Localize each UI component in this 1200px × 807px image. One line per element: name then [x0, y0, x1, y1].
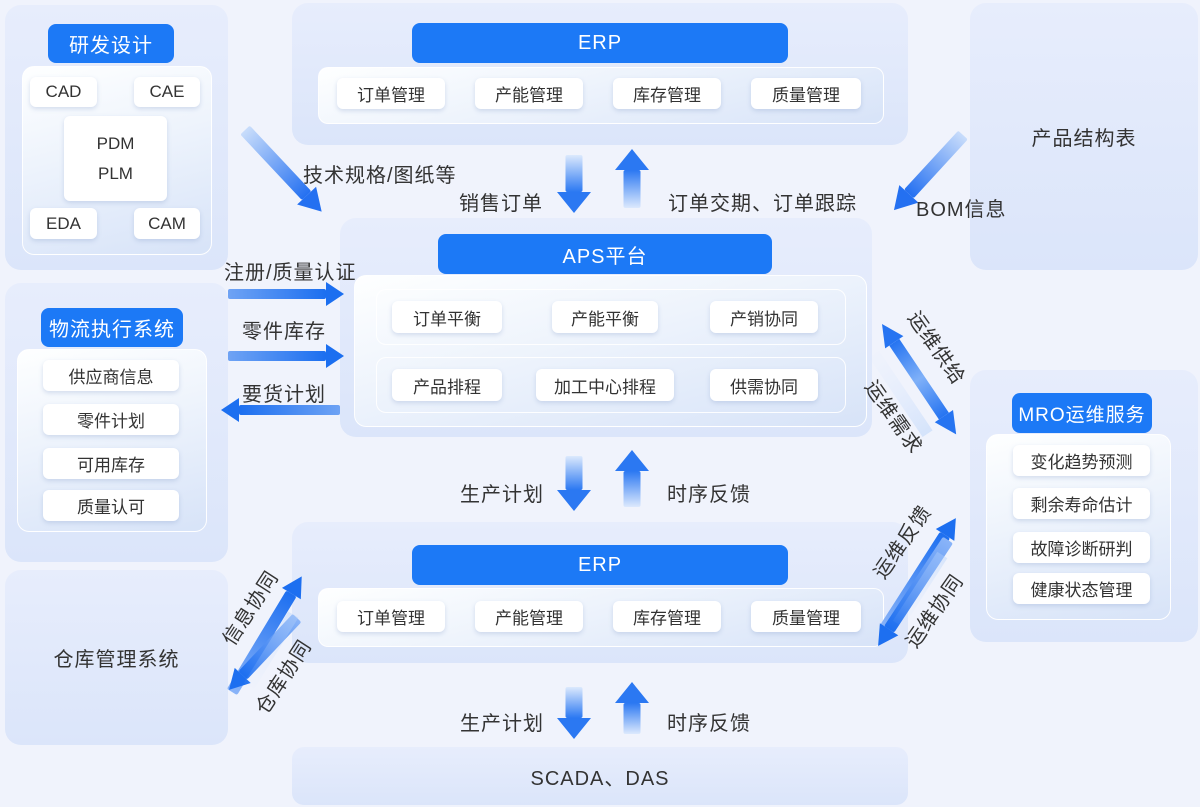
logistics-card-available-stock: 可用库存 — [43, 448, 179, 479]
aps-row2-panel — [376, 357, 846, 413]
label-prod-plan-mid: 生产计划 — [460, 484, 544, 506]
erp-top-card-capacity: 产能管理 — [475, 78, 583, 109]
arrow-prod-plan-bottom-down — [557, 687, 591, 739]
aps-header: APS平台 — [438, 234, 772, 274]
arrow-order-due-up — [615, 149, 649, 208]
label-om-supply: 运维供给 — [902, 307, 970, 390]
erp-bottom-card-capacity: 产能管理 — [475, 601, 583, 632]
card-cae: CAE — [134, 77, 200, 107]
logistics-header: 物流执行系统 — [41, 308, 183, 347]
card-pdm-plm: PDM PLM — [64, 116, 167, 201]
product-structure-box: 产品结构表 — [970, 3, 1198, 270]
erp-top-card-inventory: 库存管理 — [613, 78, 721, 109]
label-register: 注册/质量认证 — [224, 262, 357, 284]
label-time-feedback-mid: 时序反馈 — [667, 484, 751, 506]
scada-das-box: SCADA、DAS — [292, 747, 908, 805]
mro-header: MRO运维服务 — [1012, 393, 1152, 433]
label-material-plan: 要货计划 — [242, 384, 326, 406]
erp-top-header: ERP — [412, 23, 788, 63]
aps-card-order-balance: 订单平衡 — [392, 301, 502, 333]
arrow-time-feedback-bottom-up — [615, 682, 649, 734]
erp-bottom-card-inventory: 库存管理 — [613, 601, 721, 632]
rnd-design-header: 研发设计 — [48, 24, 174, 63]
label-parts-stock: 零件库存 — [242, 321, 326, 343]
card-cad: CAD — [30, 77, 97, 107]
plm-label: PLM — [98, 163, 133, 183]
erp-bottom-card-order: 订单管理 — [337, 601, 445, 632]
erp-bottom-card-quality: 质量管理 — [751, 601, 861, 632]
arrow-parts-stock-right — [228, 344, 344, 368]
label-prod-plan-bottom: 生产计划 — [460, 713, 544, 735]
erp-top-card-quality: 质量管理 — [751, 78, 861, 109]
label-bom: BOM信息 — [916, 199, 1007, 221]
aps-card-product-scheduling: 产品排程 — [392, 369, 502, 401]
aps-card-supply-demand-collab: 供需协同 — [710, 369, 818, 401]
mro-card-fault-diagnosis: 故障诊断研判 — [1013, 532, 1150, 563]
erp-top-card-order: 订单管理 — [337, 78, 445, 109]
aps-panel — [354, 275, 867, 427]
logistics-box: 供应商信息 零件计划 可用库存 质量认可 物流执行系统 — [5, 283, 228, 562]
label-time-feedback-bottom: 时序反馈 — [667, 713, 751, 735]
logistics-card-quality-approval: 质量认可 — [43, 490, 179, 521]
label-tech-spec: 技术规格/图纸等 — [303, 165, 457, 187]
logistics-card-parts-plan: 零件计划 — [43, 404, 179, 435]
erp-top-box: 订单管理 产能管理 库存管理 质量管理 ERP — [292, 3, 908, 145]
arrow-sales-order-down — [557, 155, 591, 213]
rnd-design-box: CAD CAE PDM PLM EDA CAM 研发设计 — [5, 5, 228, 270]
arrow-register-right — [228, 282, 344, 306]
card-eda: EDA — [30, 208, 97, 239]
aps-row1-panel — [376, 289, 846, 345]
aps-card-sales-collab: 产销协同 — [710, 301, 818, 333]
aps-box: 订单平衡 产能平衡 产销协同 产品排程 加工中心排程 供需协同 APS平台 — [340, 218, 872, 437]
logistics-card-supplier: 供应商信息 — [43, 360, 179, 391]
pdm-label: PDM — [96, 133, 135, 153]
mro-box: 变化趋势预测 剩余寿命估计 故障诊断研判 健康状态管理 MRO运维服务 — [970, 370, 1198, 642]
erp-bottom-header: ERP — [412, 545, 788, 585]
label-sales-order: 销售订单 — [459, 193, 543, 215]
erp-bottom-box: 订单管理 产能管理 库存管理 质量管理 ERP — [292, 522, 908, 663]
aps-card-capacity-balance: 产能平衡 — [552, 301, 658, 333]
mro-card-health-management: 健康状态管理 — [1013, 573, 1150, 604]
card-cam: CAM — [134, 208, 200, 239]
label-order-due: 订单交期、订单跟踪 — [668, 193, 857, 215]
label-wh-collab: 仓库协同 — [251, 636, 317, 719]
warehouse-box: 仓库管理系统 — [5, 570, 228, 745]
mro-card-remaining-life: 剩余寿命估计 — [1013, 488, 1150, 519]
mro-card-trend-forecast: 变化趋势预测 — [1013, 445, 1150, 476]
aps-card-workcenter-scheduling: 加工中心排程 — [536, 369, 674, 401]
arrow-prod-plan-mid-down — [557, 456, 591, 511]
arrow-time-feedback-mid-up — [615, 450, 649, 507]
